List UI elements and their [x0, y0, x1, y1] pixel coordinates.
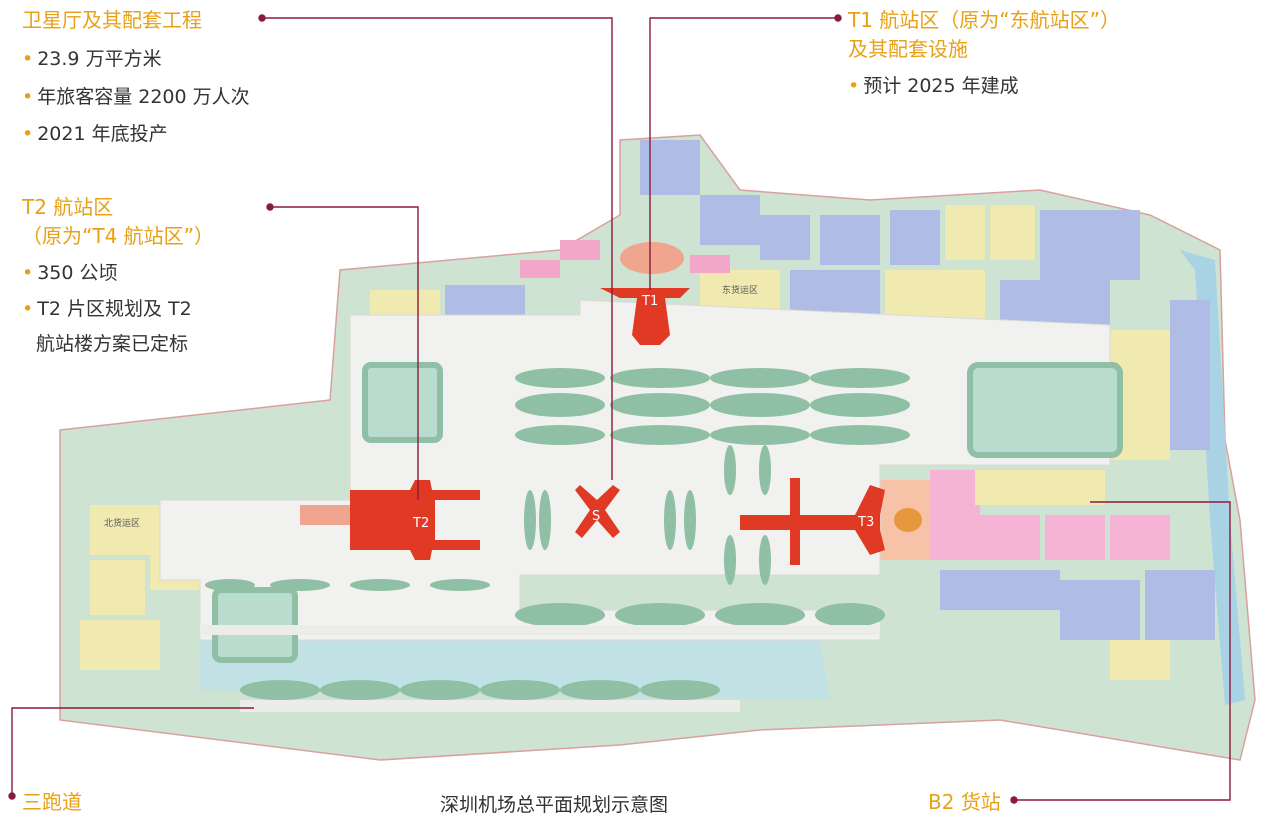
t2-bullet-2-cont: 航站楼方案已定标 — [36, 333, 189, 356]
t2-title-line1: T2 航站区 — [22, 195, 114, 219]
t2-bullet-1: •350 公顷 — [22, 262, 118, 284]
terminal-s-label: S — [592, 509, 600, 524]
annotation-runway: 三跑道 — [22, 788, 82, 817]
satellite-bullet-3: •2021 年底投产 — [22, 123, 168, 146]
annotation-cargo: B2 货站 — [928, 788, 1001, 817]
east-building-blocks — [880, 470, 1215, 680]
runway-title: 三跑道 — [22, 790, 82, 814]
t2-bullet-2: •T2 片区规划及 T2 — [22, 297, 192, 320]
t1-title-line2: 及其配套设施 — [848, 37, 968, 61]
terminal-t3-label: T3 — [857, 515, 874, 530]
runway-2 — [200, 625, 880, 635]
terminal-t1: T1 — [600, 242, 690, 345]
annotation-t1: T1 航站区（原为“东航站区”） 及其配套设施 •预计 2025 年建成 — [848, 6, 1120, 100]
terminal-t3: T3 — [740, 478, 922, 565]
cargo-title: B2 货站 — [928, 790, 1001, 814]
zone-label-north-cargo: 北货运区 — [104, 519, 141, 529]
leader-lines — [8, 14, 1231, 804]
t2-title-line2: （原为“T4 航站区”） — [22, 224, 215, 248]
water-channel-east — [1180, 250, 1245, 705]
zone-label-east: 东货运区 — [722, 286, 759, 296]
terminal-t2: T2 — [350, 480, 480, 560]
taxiway-islands — [205, 368, 910, 700]
terminal-s: S — [575, 485, 620, 538]
terminal-t2-label: T2 — [412, 516, 429, 531]
t1-title-line1: T1 航站区（原为“东航站区”） — [848, 8, 1121, 32]
t1-bullet-1: •预计 2025 年建成 — [848, 75, 1019, 97]
satellite-title: 卫星厅及其配套工程 — [22, 8, 202, 32]
t2-orange-zone — [300, 505, 350, 525]
map-caption: 深圳机场总平面规划示意图 — [440, 794, 669, 816]
pond-east — [967, 362, 1123, 458]
annotation-satellite: 卫星厅及其配套工程 •23.9 万平方米 •年旅客容量 2200 万人次 •20… — [22, 6, 250, 148]
satellite-bullet-1: •23.9 万平方米 — [22, 48, 162, 70]
annotation-t2: T2 航站区 （原为“T4 航站区”） •350 公顷 •T2 片区规划及 T2… — [22, 193, 214, 358]
satellite-bullet-2: •年旅客容量 2200 万人次 — [22, 85, 250, 108]
terminal-t1-label: T1 — [641, 294, 658, 309]
pond-west — [362, 362, 443, 443]
runway-3 — [240, 700, 740, 712]
